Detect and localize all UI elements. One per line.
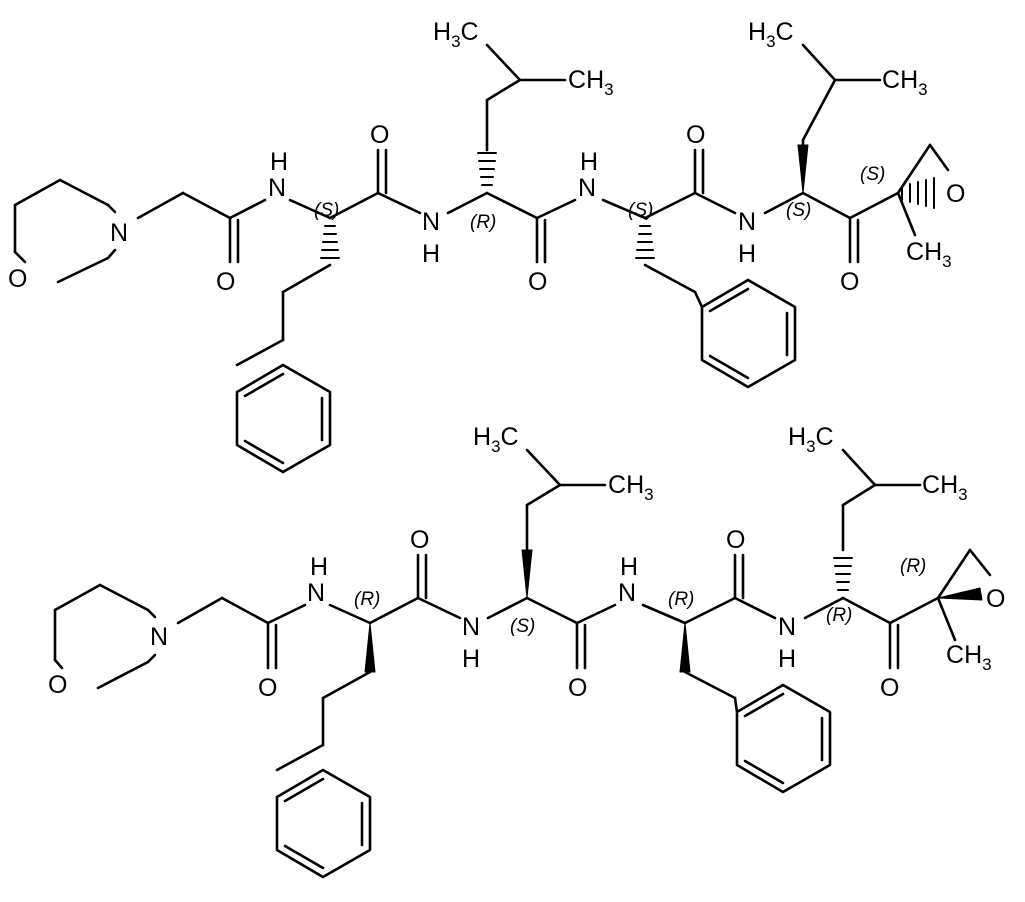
atom-o-ketone-bottom: O <box>880 674 899 702</box>
morpholine-ring-bottom <box>53 583 157 690</box>
molecule-bottom: O N O N H (R) O N H <box>48 423 1005 879</box>
atom-o-amide-1: O <box>216 268 235 296</box>
stereo-label-epoxide-top: (S) <box>860 164 885 185</box>
methyl-label-4b: CH3 <box>922 471 968 504</box>
epoxide-top <box>896 143 950 237</box>
atom-n-morpholine-b: N <box>150 623 168 651</box>
atom-n-morpholine: N <box>110 219 128 247</box>
atom-o-carbonyl-3b: O <box>726 526 745 554</box>
atom-o-amide-1b: O <box>258 674 277 702</box>
atom-h-amide-3: H <box>580 148 598 176</box>
atom-n-amide-4b: N <box>778 613 796 641</box>
methyl-label-3b: CH3 <box>608 471 654 504</box>
atom-h-amide-4b: H <box>778 645 796 673</box>
residue-1-bottom <box>275 553 462 772</box>
residue-2-top <box>446 43 577 264</box>
residue-3-bottom <box>641 553 777 700</box>
residue-2-bottom <box>486 448 617 670</box>
atom-n-amide-3: N <box>578 174 596 202</box>
benzene-ring-2-top <box>693 278 797 389</box>
atom-h-amide-1b: H <box>310 553 328 581</box>
atom-o-carbonyl-2b: O <box>568 674 587 702</box>
methyl-label-2a: H3C <box>748 18 794 51</box>
stereo-label-res4: (S) <box>786 200 811 221</box>
atom-o-epoxide-top: O <box>946 180 965 208</box>
atom-h-amide-3b: H <box>620 553 638 581</box>
methyl-label-epoxide-bottom: CH3 <box>946 641 992 674</box>
methyl-label-4a: H3C <box>788 423 834 456</box>
benzene-ring-1-top <box>235 363 332 474</box>
benzene-ring-1-bottom <box>275 768 372 879</box>
methyl-label-epoxide-top: CH3 <box>906 238 952 271</box>
atom-n-amide-1: N <box>268 174 286 202</box>
methyl-label-1b: CH3 <box>568 66 614 99</box>
atom-h-amide-4: H <box>738 240 756 268</box>
atom-n-amide-2: N <box>422 208 440 236</box>
methyl-label-2b: CH3 <box>882 66 928 99</box>
stereo-label-res3b: (R) <box>668 589 694 610</box>
stereo-label-res1: (S) <box>314 200 339 221</box>
residue-1-top <box>235 148 422 367</box>
atom-n-amide-3b: N <box>618 579 636 607</box>
atom-o-epoxide-bottom: O <box>986 585 1005 613</box>
stereo-label-epoxide-bottom: (R) <box>900 556 926 577</box>
molecule-top: O N O N H (S) <box>8 18 965 474</box>
atom-o-morpholine-b: O <box>48 671 67 699</box>
atom-n-amide-2b: N <box>462 613 480 641</box>
methyl-label-3a: H3C <box>473 423 519 456</box>
morpholine-ring-top <box>13 178 117 284</box>
atom-n-amide-1b: N <box>307 579 325 607</box>
acetyl-linker-bottom <box>176 596 307 670</box>
atom-o-carbonyl-3: O <box>686 121 705 149</box>
methyl-label-1a: H3C <box>433 18 479 51</box>
atom-n-amide-4: N <box>738 208 756 236</box>
benzene-ring-2-bottom <box>733 683 832 794</box>
stereo-label-res3: (S) <box>628 200 653 221</box>
atom-o-carbonyl-2: O <box>528 268 547 296</box>
atom-o-ketone-top: O <box>840 268 859 296</box>
residue-4-bottom <box>803 448 940 670</box>
residue-3-top <box>601 148 737 294</box>
atom-o-morpholine: O <box>8 265 27 293</box>
atom-o-carbonyl-1: O <box>370 121 389 149</box>
atom-h-amide-1: H <box>270 148 288 176</box>
atom-h-amide-2b: H <box>462 645 480 673</box>
atom-h-amide-2: H <box>422 240 440 268</box>
stereo-label-res1b: (R) <box>354 589 380 610</box>
epoxide-bottom <box>936 548 992 642</box>
stereo-label-res4b: (R) <box>826 605 852 626</box>
stereo-label-res2: (R) <box>470 212 496 233</box>
acetyl-linker-top <box>136 191 267 264</box>
stereo-label-res2b: (S) <box>510 616 535 637</box>
residue-4-top <box>763 43 900 264</box>
atom-o-carbonyl-1b: O <box>410 526 429 554</box>
